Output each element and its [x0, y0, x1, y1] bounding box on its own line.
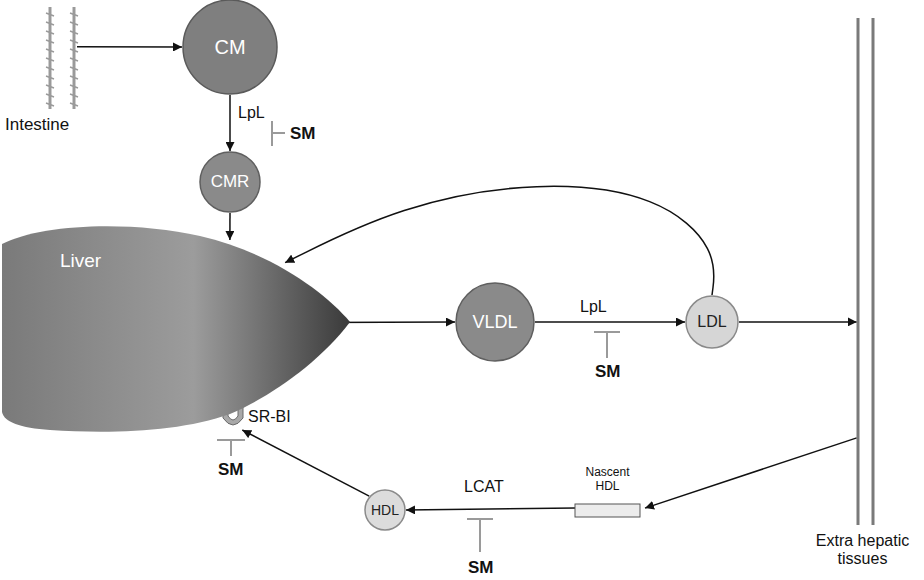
- inhibitor-label: SM: [216, 460, 246, 480]
- flow-arrow: [229, 95, 231, 151]
- flow-arrow: [739, 321, 857, 323]
- flow-arrow: [406, 508, 575, 510]
- liver-organ: [0, 222, 352, 436]
- enzyme-label: LpL: [236, 104, 267, 122]
- lipoprotein-circle: CM: [182, 0, 278, 95]
- lipoprotein-circle: HDL: [364, 489, 406, 531]
- node-label: HDL: [371, 502, 399, 518]
- flow-arrow: [645, 438, 857, 508]
- tissue-wall: [805, 10, 920, 570]
- node-label: CMR: [211, 172, 250, 192]
- flow-arrow: [77, 46, 182, 48]
- flow-arrow: [535, 321, 685, 323]
- lipoprotein-circle: VLDL: [455, 282, 535, 362]
- inhibition-line: [606, 332, 608, 358]
- node-label: VLDL: [472, 312, 517, 333]
- inhibition-line: [230, 440, 232, 456]
- node-label: Liver: [60, 250, 140, 272]
- inhibition-line: [272, 132, 285, 134]
- node-label: Extra hepatic tissues: [805, 532, 920, 569]
- lipoprotein-circle: LDL: [685, 295, 739, 349]
- flow-arrow: [285, 186, 714, 295]
- enzyme-label: LCAT: [462, 478, 506, 496]
- node-label: Intestine: [5, 115, 100, 135]
- inhibitor-label: SM: [466, 558, 496, 578]
- flow-arrow: [242, 430, 369, 496]
- inhibition-line: [479, 519, 481, 552]
- inhibitor-label: SM: [288, 124, 318, 144]
- flow-arrow: [229, 213, 231, 240]
- intestine-illustration: Intestine: [2, 5, 102, 140]
- enzyme-label: LpL: [578, 298, 609, 316]
- nascent-hdl-disc: Nascent HDL: [570, 466, 645, 520]
- node-label: Nascent HDL: [580, 466, 635, 494]
- lipoprotein-circle: CMR: [199, 151, 261, 213]
- liver-organ: SR-BI Liver: [0, 222, 352, 436]
- node-label: LDL: [697, 313, 726, 331]
- node-label: SR-BI: [248, 408, 306, 426]
- inhibitor-label: SM: [593, 362, 623, 382]
- node-label: CM: [214, 36, 245, 59]
- tissue-wall: Extra hepatic tissues: [805, 10, 920, 570]
